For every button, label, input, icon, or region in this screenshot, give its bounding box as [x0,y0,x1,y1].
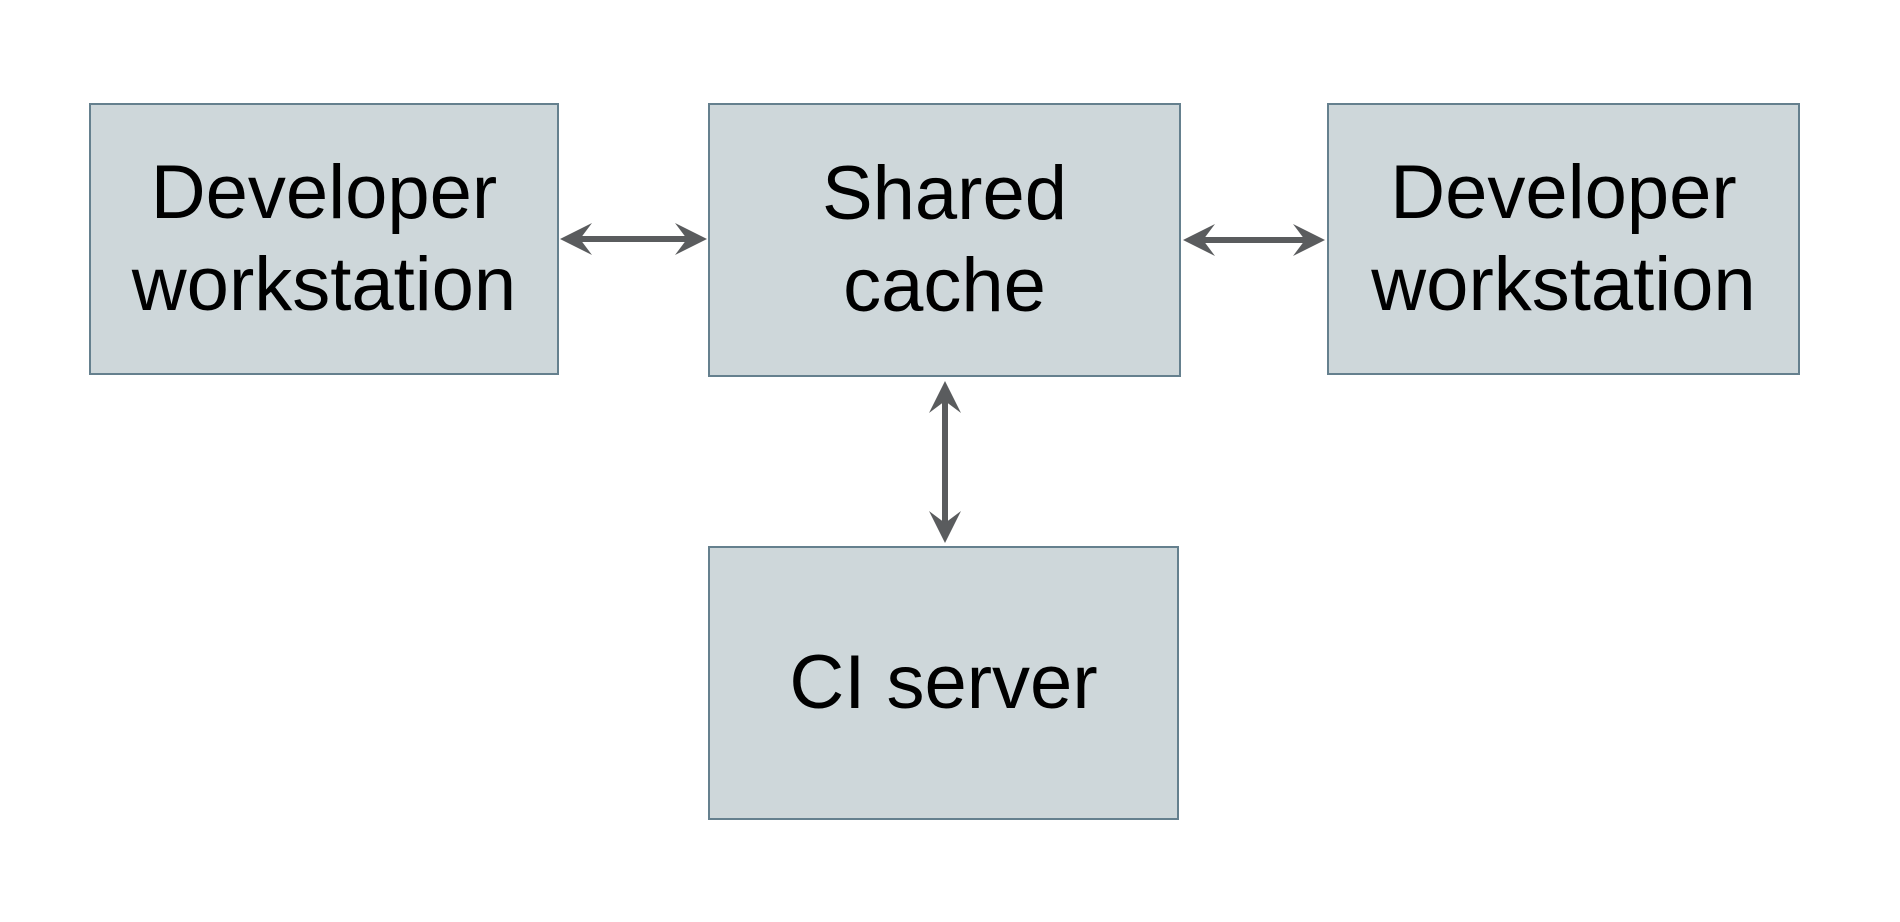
arrowhead-right-icon [675,223,707,255]
node-developer-workstation-right: Developer workstation [1327,103,1800,375]
node-label: Shared cache [821,151,1068,328]
edge-devleft-cache-bidirectional-arrow [560,223,707,255]
node-developer-workstation-left: Developer workstation [89,103,559,375]
edge-cache-devright-bidirectional-arrow [1183,224,1325,256]
node-label: CI server [789,640,1098,726]
arrowhead-up-icon [929,381,961,413]
arrowhead-left-icon [1183,224,1215,256]
node-shared-cache: Shared cache [708,103,1181,377]
arrowhead-left-icon [560,223,592,255]
arrowhead-right-icon [1293,224,1325,256]
arrowhead-down-icon [929,511,961,543]
node-ci-server: CI server [708,546,1179,820]
node-label: Developer workstation [1371,150,1756,327]
edge-cache-ciserver-bidirectional-arrow [929,381,961,543]
node-label: Developer workstation [131,150,517,327]
